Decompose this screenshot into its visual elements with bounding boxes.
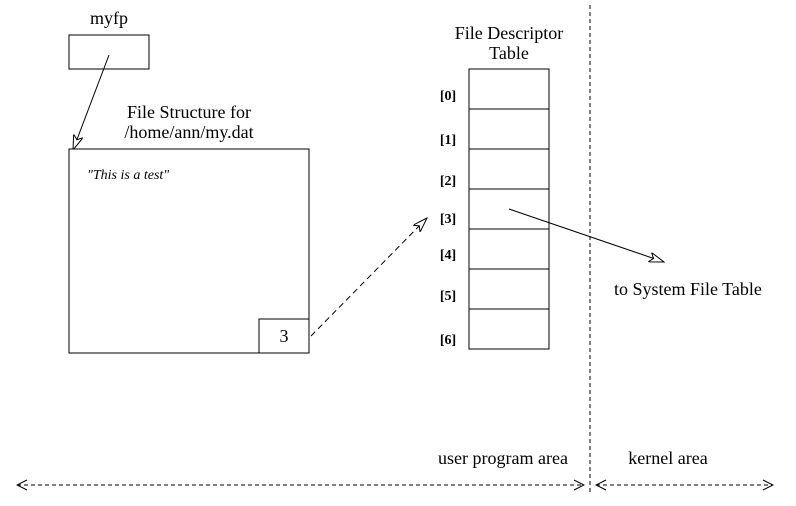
system-file-table-label: to System File Table	[614, 279, 762, 299]
file-structure-title-line2: /home/ann/my.dat	[124, 122, 253, 142]
fd-index-3: [3]	[440, 212, 456, 227]
user-area-label: user program area	[438, 448, 568, 468]
fd-table-title-line2: Table	[489, 43, 529, 63]
buffer-text: "This is a test"	[87, 168, 169, 183]
fd-index-6: [6]	[440, 333, 456, 348]
descriptor-to-fd-arrow	[310, 218, 427, 337]
fd-index-5: [5]	[440, 289, 456, 304]
fd-index-4: [4]	[440, 248, 456, 263]
file-structure-title-line1: File Structure for	[127, 102, 251, 122]
fd-index-2: [2]	[440, 174, 456, 189]
kernel-area-label: kernel area	[628, 448, 707, 468]
pointer-label: myfp	[90, 8, 128, 28]
descriptor-value: 3	[280, 326, 289, 346]
fd-index-1: [1]	[440, 133, 456, 148]
pointer-arrow	[73, 54, 110, 150]
fd-index-0: [0]	[440, 89, 456, 104]
fd-table-title-line1: File Descriptor	[455, 23, 563, 43]
descriptor-box	[258, 318, 310, 354]
to-system-file-table-arrow	[508, 208, 664, 262]
pointer-box	[68, 34, 150, 70]
